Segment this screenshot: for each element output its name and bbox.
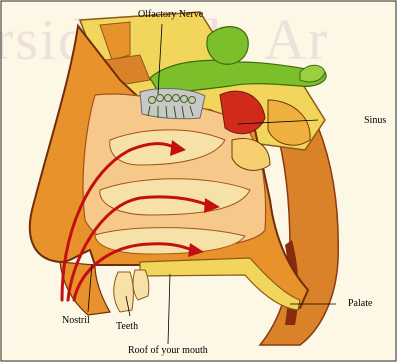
teeth-shape-2: [133, 270, 149, 300]
olfactory-nerve-label: Olfactory Nerve: [138, 10, 203, 20]
palate-label: Palate: [348, 299, 372, 309]
olfactory-bulb-top: [207, 27, 248, 65]
olfactory-epithelium: [140, 89, 205, 119]
roof-of-mouth-label: Roof of your mouth: [128, 346, 208, 356]
upper-lip: [60, 262, 110, 315]
teeth-shape: [114, 272, 134, 312]
sinus-label: Sinus: [364, 116, 386, 126]
teeth-label: Teeth: [116, 322, 138, 332]
nostril-label: Nostril: [62, 316, 90, 326]
